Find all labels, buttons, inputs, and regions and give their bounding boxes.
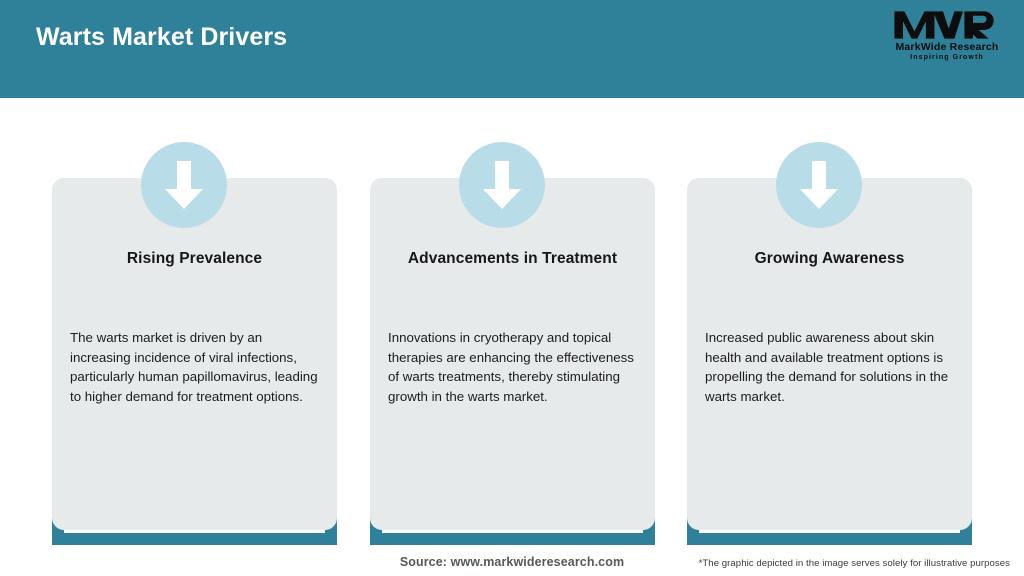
page-title: Warts Market Drivers bbox=[36, 23, 288, 51]
page-header: Warts Market Drivers MarkWide Research I… bbox=[0, 0, 1024, 98]
card-body-text: Increased public awareness about skin he… bbox=[705, 330, 949, 404]
driver-card-2: Advancements in Treatment Innovations in… bbox=[348, 0, 668, 576]
card-title: Rising Prevalence bbox=[126, 250, 263, 267]
card-panel bbox=[370, 178, 655, 530]
driver-card-1: Rising Prevalence The warts market is dr… bbox=[30, 0, 350, 576]
brand-logo: MarkWide Research Inspiring Growth bbox=[892, 10, 1002, 66]
card-title: Growing Awareness bbox=[754, 250, 905, 267]
disclaimer-label: *The graphic depicted in the image serve… bbox=[698, 558, 1010, 569]
card-panel bbox=[52, 178, 337, 530]
card-body-text: The warts market is driven by an increas… bbox=[70, 330, 318, 404]
arrow-down-icon bbox=[141, 142, 227, 228]
arrow-down-icon bbox=[776, 142, 862, 228]
card-title: Advancements in Treatment bbox=[407, 250, 618, 267]
driver-card-3: Growing Awareness Increased public aware… bbox=[665, 0, 985, 576]
card-panel bbox=[687, 178, 972, 530]
mwr-logo-icon bbox=[894, 11, 995, 39]
arrow-down-icon bbox=[459, 142, 545, 228]
source-label: Source: www.markwideresearch.com bbox=[399, 555, 625, 569]
logo-company-name: MarkWide Research bbox=[895, 41, 999, 53]
logo-tagline: Inspiring Growth bbox=[910, 54, 984, 61]
card-body-text: Innovations in cryotherapy and topical t… bbox=[388, 330, 634, 404]
